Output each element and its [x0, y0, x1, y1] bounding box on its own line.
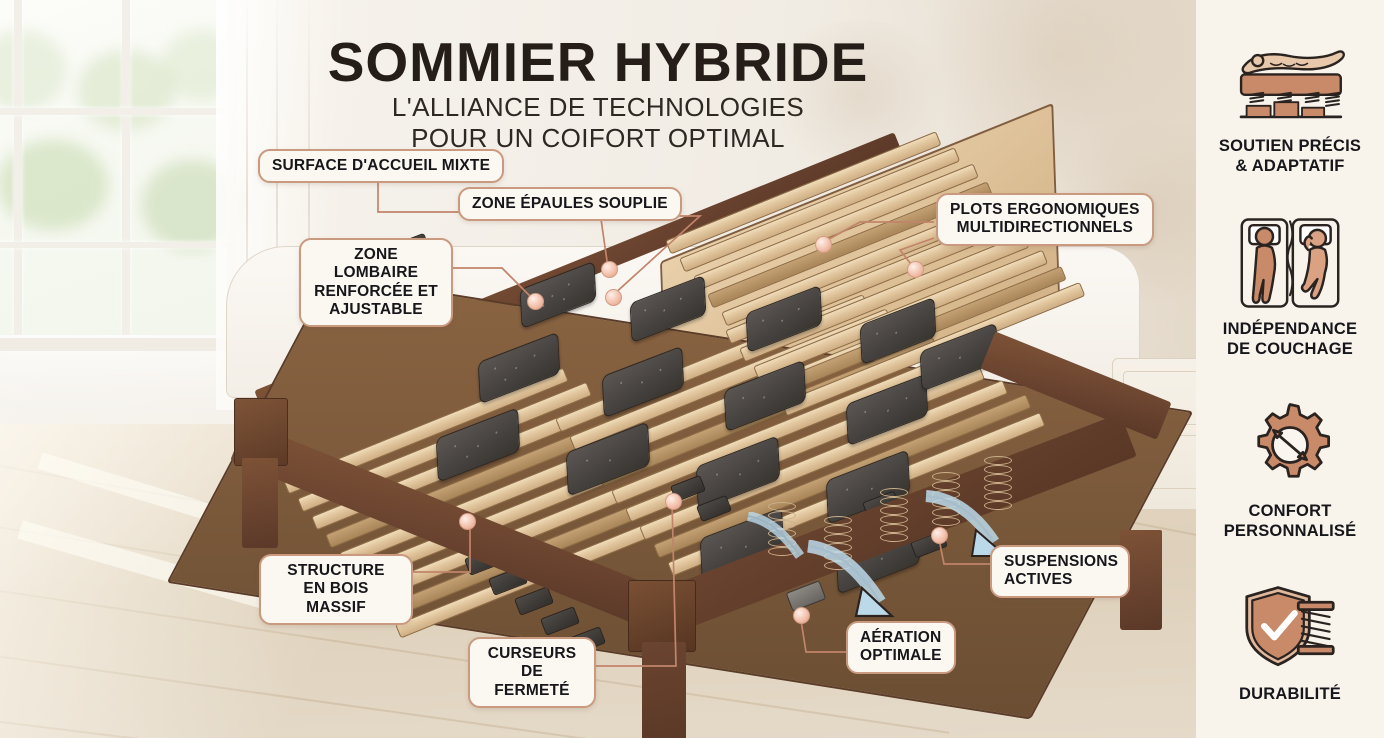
anchor-dot: [459, 513, 476, 530]
anchor-dot: [815, 236, 832, 253]
window-mullion-h1: [0, 108, 236, 115]
gear-adjust-icon: [1230, 399, 1350, 491]
window-mullion-h2: [0, 242, 236, 248]
feature-label: SOUTIEN PRÉCIS & ADAPTATIF: [1218, 137, 1362, 176]
feature-durabilite: DURABILITÉ: [1196, 582, 1384, 704]
body-on-mattress-springs-icon: [1230, 34, 1350, 126]
curtain-fold-1: [246, 0, 248, 410]
callout-curseurs-fermete[interactable]: CURSEURS DE FERMETÉ: [468, 637, 596, 708]
suspension-spring: [984, 456, 1012, 510]
features-sidebar: SOUTIEN PRÉCIS & ADAPTATIF: [1196, 0, 1384, 738]
anchor-dot: [665, 493, 682, 510]
feature-label: INDÉPENDANCE DE COUCHAGE: [1222, 319, 1358, 358]
shield-check-spring-icon: [1230, 582, 1350, 674]
feature-confort-personnalise: CONFORT PERSONNALISÉ: [1196, 399, 1384, 541]
feature-label: CONFORT PERSONNALISÉ: [1223, 502, 1357, 541]
anchor-dot: [601, 261, 618, 278]
two-sleepers-divided-bed-icon: [1230, 217, 1350, 309]
window-mullion-v2: [122, 0, 130, 335]
page-subtitle: L'ALLIANCE DE TECHNOLOGIES POUR UN COIFO…: [391, 92, 805, 153]
window-sill: [0, 338, 244, 351]
curtain-fold-3: [308, 0, 310, 410]
bed-leg-left: [242, 458, 278, 548]
anchor-dot: [931, 527, 948, 544]
callout-suspensions-actives[interactable]: SUSPENSIONS ACTIVES: [990, 545, 1130, 598]
page-title: SOMMIER HYBRIDE: [327, 31, 869, 93]
callout-structure-bois-massif[interactable]: STRUCTURE EN BOIS MASSIF: [259, 554, 413, 625]
anchor-dot: [527, 293, 544, 310]
airflow-arrow-3: [746, 512, 805, 559]
callout-surface-accueil-mixte[interactable]: SURFACE D'ACCUEIL MIXTE: [258, 149, 505, 184]
feature-label: DURABILITÉ: [1239, 684, 1341, 703]
bedroom-scene: SOMMIER HYBRIDE L'ALLIANCE DE TECHNOLOGI…: [0, 0, 1196, 738]
feature-independance-couchage: INDÉPENDANCE DE COUCHAGE: [1196, 217, 1384, 359]
anchor-dot: [605, 289, 622, 306]
callout-aeration-optimale[interactable]: AÉRATION OPTIMALE: [846, 621, 956, 674]
frame-corner-left: [234, 398, 288, 466]
bed-leg-front: [642, 642, 686, 738]
callout-plots-ergonomiques[interactable]: PLOTS ERGONOMIQUES MULTIDIRECTIONNELS: [936, 193, 1154, 246]
airflow-arrow-1: [806, 540, 895, 618]
feature-soutien-precis: SOUTIEN PRÉCIS & ADAPTATIF: [1196, 34, 1384, 176]
callout-zone-lombaire[interactable]: ZONE LOMBAIRE RENFORCÉE ET AJUSTABLE: [299, 238, 453, 328]
anchor-dot: [793, 607, 810, 624]
window-mullion-v1: [14, 0, 22, 335]
anchor-dot: [907, 261, 924, 278]
curtain-fold-2: [276, 0, 278, 410]
window: [0, 0, 244, 335]
suspension-spring: [880, 488, 908, 542]
callout-zone-epaules-souplie[interactable]: ZONE ÉPAULES SOUPLIE: [458, 187, 682, 222]
